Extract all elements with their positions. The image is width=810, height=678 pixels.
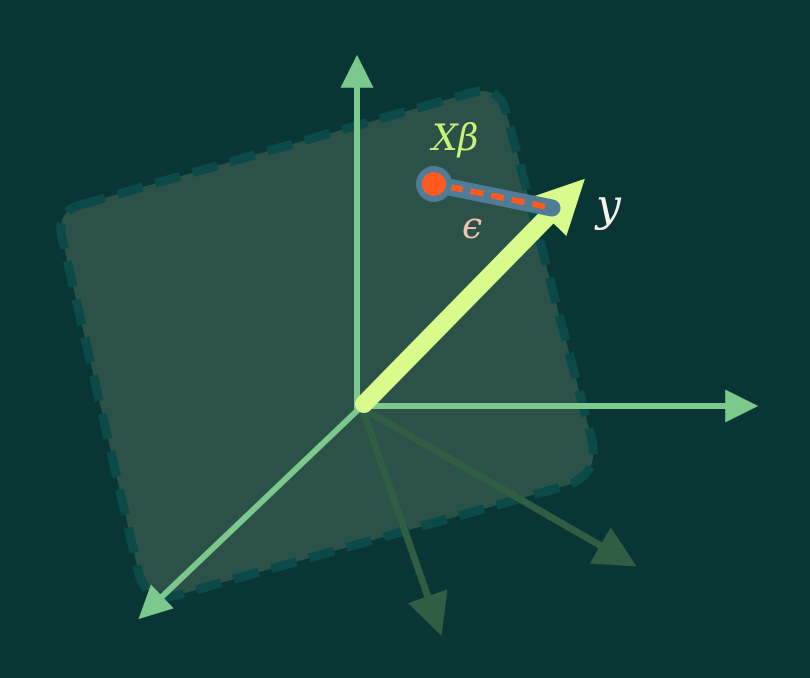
faded-axis-down	[358, 406, 448, 636]
axis-diagonal	[138, 405, 363, 620]
y-label: y	[594, 180, 622, 231]
residual-line	[449, 184, 553, 211]
prediction-label: Xβ	[429, 118, 478, 159]
faded-axis-down-right	[360, 404, 637, 567]
residual-label: ϵ	[462, 206, 482, 247]
prediction-point	[422, 172, 446, 196]
column-space-plane	[56, 86, 598, 601]
y-vector	[355, 178, 585, 413]
